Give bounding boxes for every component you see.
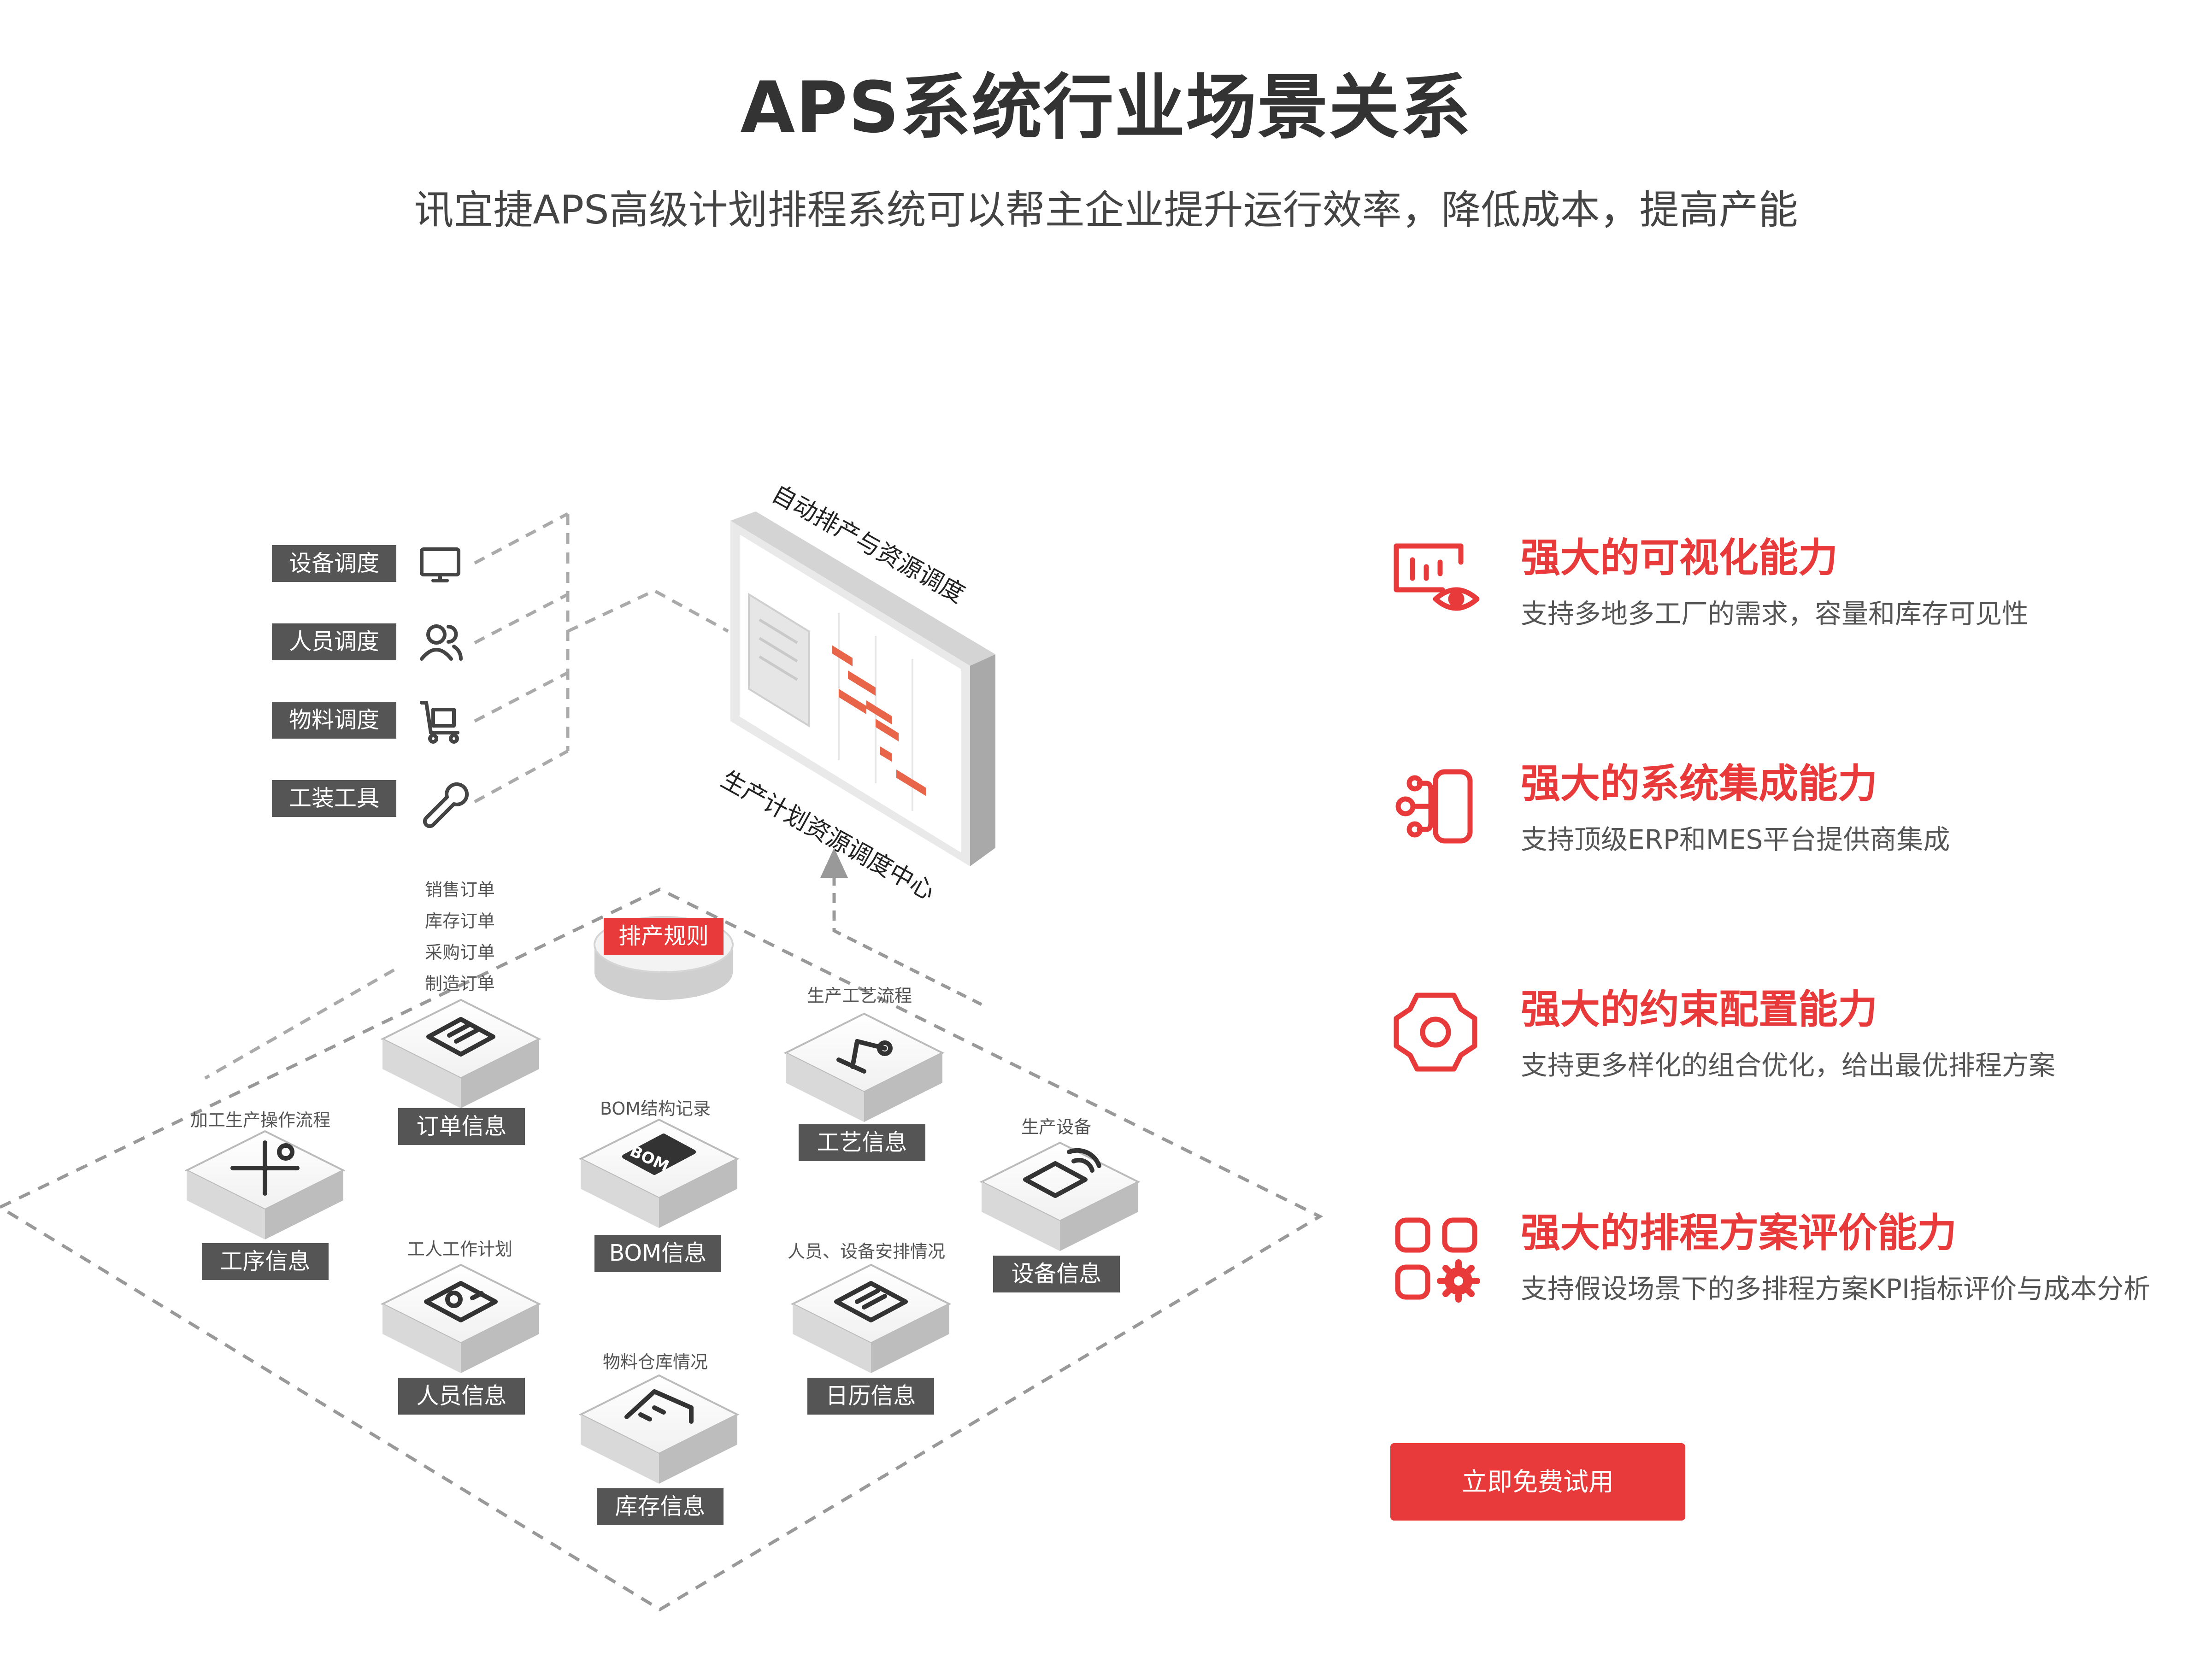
free-trial-button[interactable]: 立即免费试用 <box>1390 1443 1685 1521</box>
scheduling-icons <box>420 547 469 828</box>
tag-order: 订单信息 <box>398 1108 525 1145</box>
feature-desc: 支持假设场景下的多排程方案KPI指标评价与成本分析 <box>1521 1273 2151 1304</box>
tag-inventory: 库存信息 <box>597 1488 724 1525</box>
feature-title: 强大的可视化能力 <box>1521 535 1838 581</box>
feature-visualization: 强大的可视化能力 支持多地多工厂的需求，容量和库存可见性 <box>1392 530 2212 650</box>
scheduling-screen <box>730 511 995 866</box>
feature-integration: 强大的系统集成能力 支持顶级ERP和MES平台提供商集成 <box>1392 756 2212 875</box>
feature-desc: 支持顶级ERP和MES平台提供商集成 <box>1521 824 1950 855</box>
feature-evaluation: 强大的排程方案评价能力 支持假设场景下的多排程方案KPI指标评价与成本分析 <box>1392 1205 2212 1325</box>
tag-personnel: 人员信息 <box>398 1378 525 1415</box>
gear-icon <box>1392 981 1479 1069</box>
caption-bom: BOM结构记录 <box>600 1098 711 1119</box>
integration-icon <box>1392 756 1479 843</box>
caption-equipment: 生产设备 <box>1021 1117 1092 1137</box>
caption-personnel: 工人工作计划 <box>407 1239 513 1259</box>
order-source-stock: 库存订单 <box>424 911 495 931</box>
tag-craft: 工艺信息 <box>799 1124 925 1161</box>
feature-constraints: 强大的约束配置能力 支持更多样化的组合优化，给出最优排程方案 <box>1392 981 2212 1101</box>
rule-tag: 排产规则 <box>604 918 724 955</box>
caption-inventory: 物料仓库情况 <box>602 1352 708 1372</box>
scheduling-item-tooling: 工装工具 <box>272 780 396 817</box>
module-icons <box>230 1017 1101 1424</box>
caption-calendar: 人员、设备安排情况 <box>787 1241 946 1262</box>
page-title: APS系统行业场景关系 <box>740 67 1472 149</box>
module-boxes <box>184 998 1141 1484</box>
page-subtitle: 讯宜捷APS高级计划排程系统可以帮主企业提升运行效率，降低成本，提高产能 <box>414 187 1798 233</box>
scheduling-item-material: 物料调度 <box>272 702 396 739</box>
tag-bom: BOM信息 <box>594 1235 721 1272</box>
scheduling-connectors <box>204 512 729 1080</box>
order-source-purchase: 采购订单 <box>424 942 495 963</box>
feature-icon-art <box>1394 543 1480 1303</box>
chart-eye-icon <box>1392 530 1479 617</box>
tag-process: 工序信息 <box>202 1243 329 1280</box>
scheduling-item-personnel: 人员调度 <box>272 623 396 660</box>
feature-title: 强大的约束配置能力 <box>1521 987 1877 1033</box>
tag-equipment: 设备信息 <box>993 1256 1120 1292</box>
arrow-to-screen <box>820 848 982 1006</box>
order-source-sales: 销售订单 <box>424 880 495 900</box>
caption-process: 加工生产操作流程 <box>190 1110 331 1130</box>
platform-outline <box>0 887 1324 1612</box>
feature-title: 强大的排程方案评价能力 <box>1521 1210 1957 1256</box>
grid-gear-icon <box>1392 1205 1479 1292</box>
order-source-manufacture: 制造订单 <box>424 974 495 994</box>
caption-craft: 生产工艺流程 <box>806 986 912 1006</box>
tag-calendar: 日历信息 <box>807 1378 934 1415</box>
feature-desc: 支持更多样化的组合优化，给出最优排程方案 <box>1521 1050 2056 1081</box>
scheduling-item-equipment: 设备调度 <box>272 545 396 582</box>
feature-title: 强大的系统集成能力 <box>1521 761 1877 807</box>
feature-desc: 支持多地多工厂的需求，容量和库存可见性 <box>1521 598 2029 629</box>
